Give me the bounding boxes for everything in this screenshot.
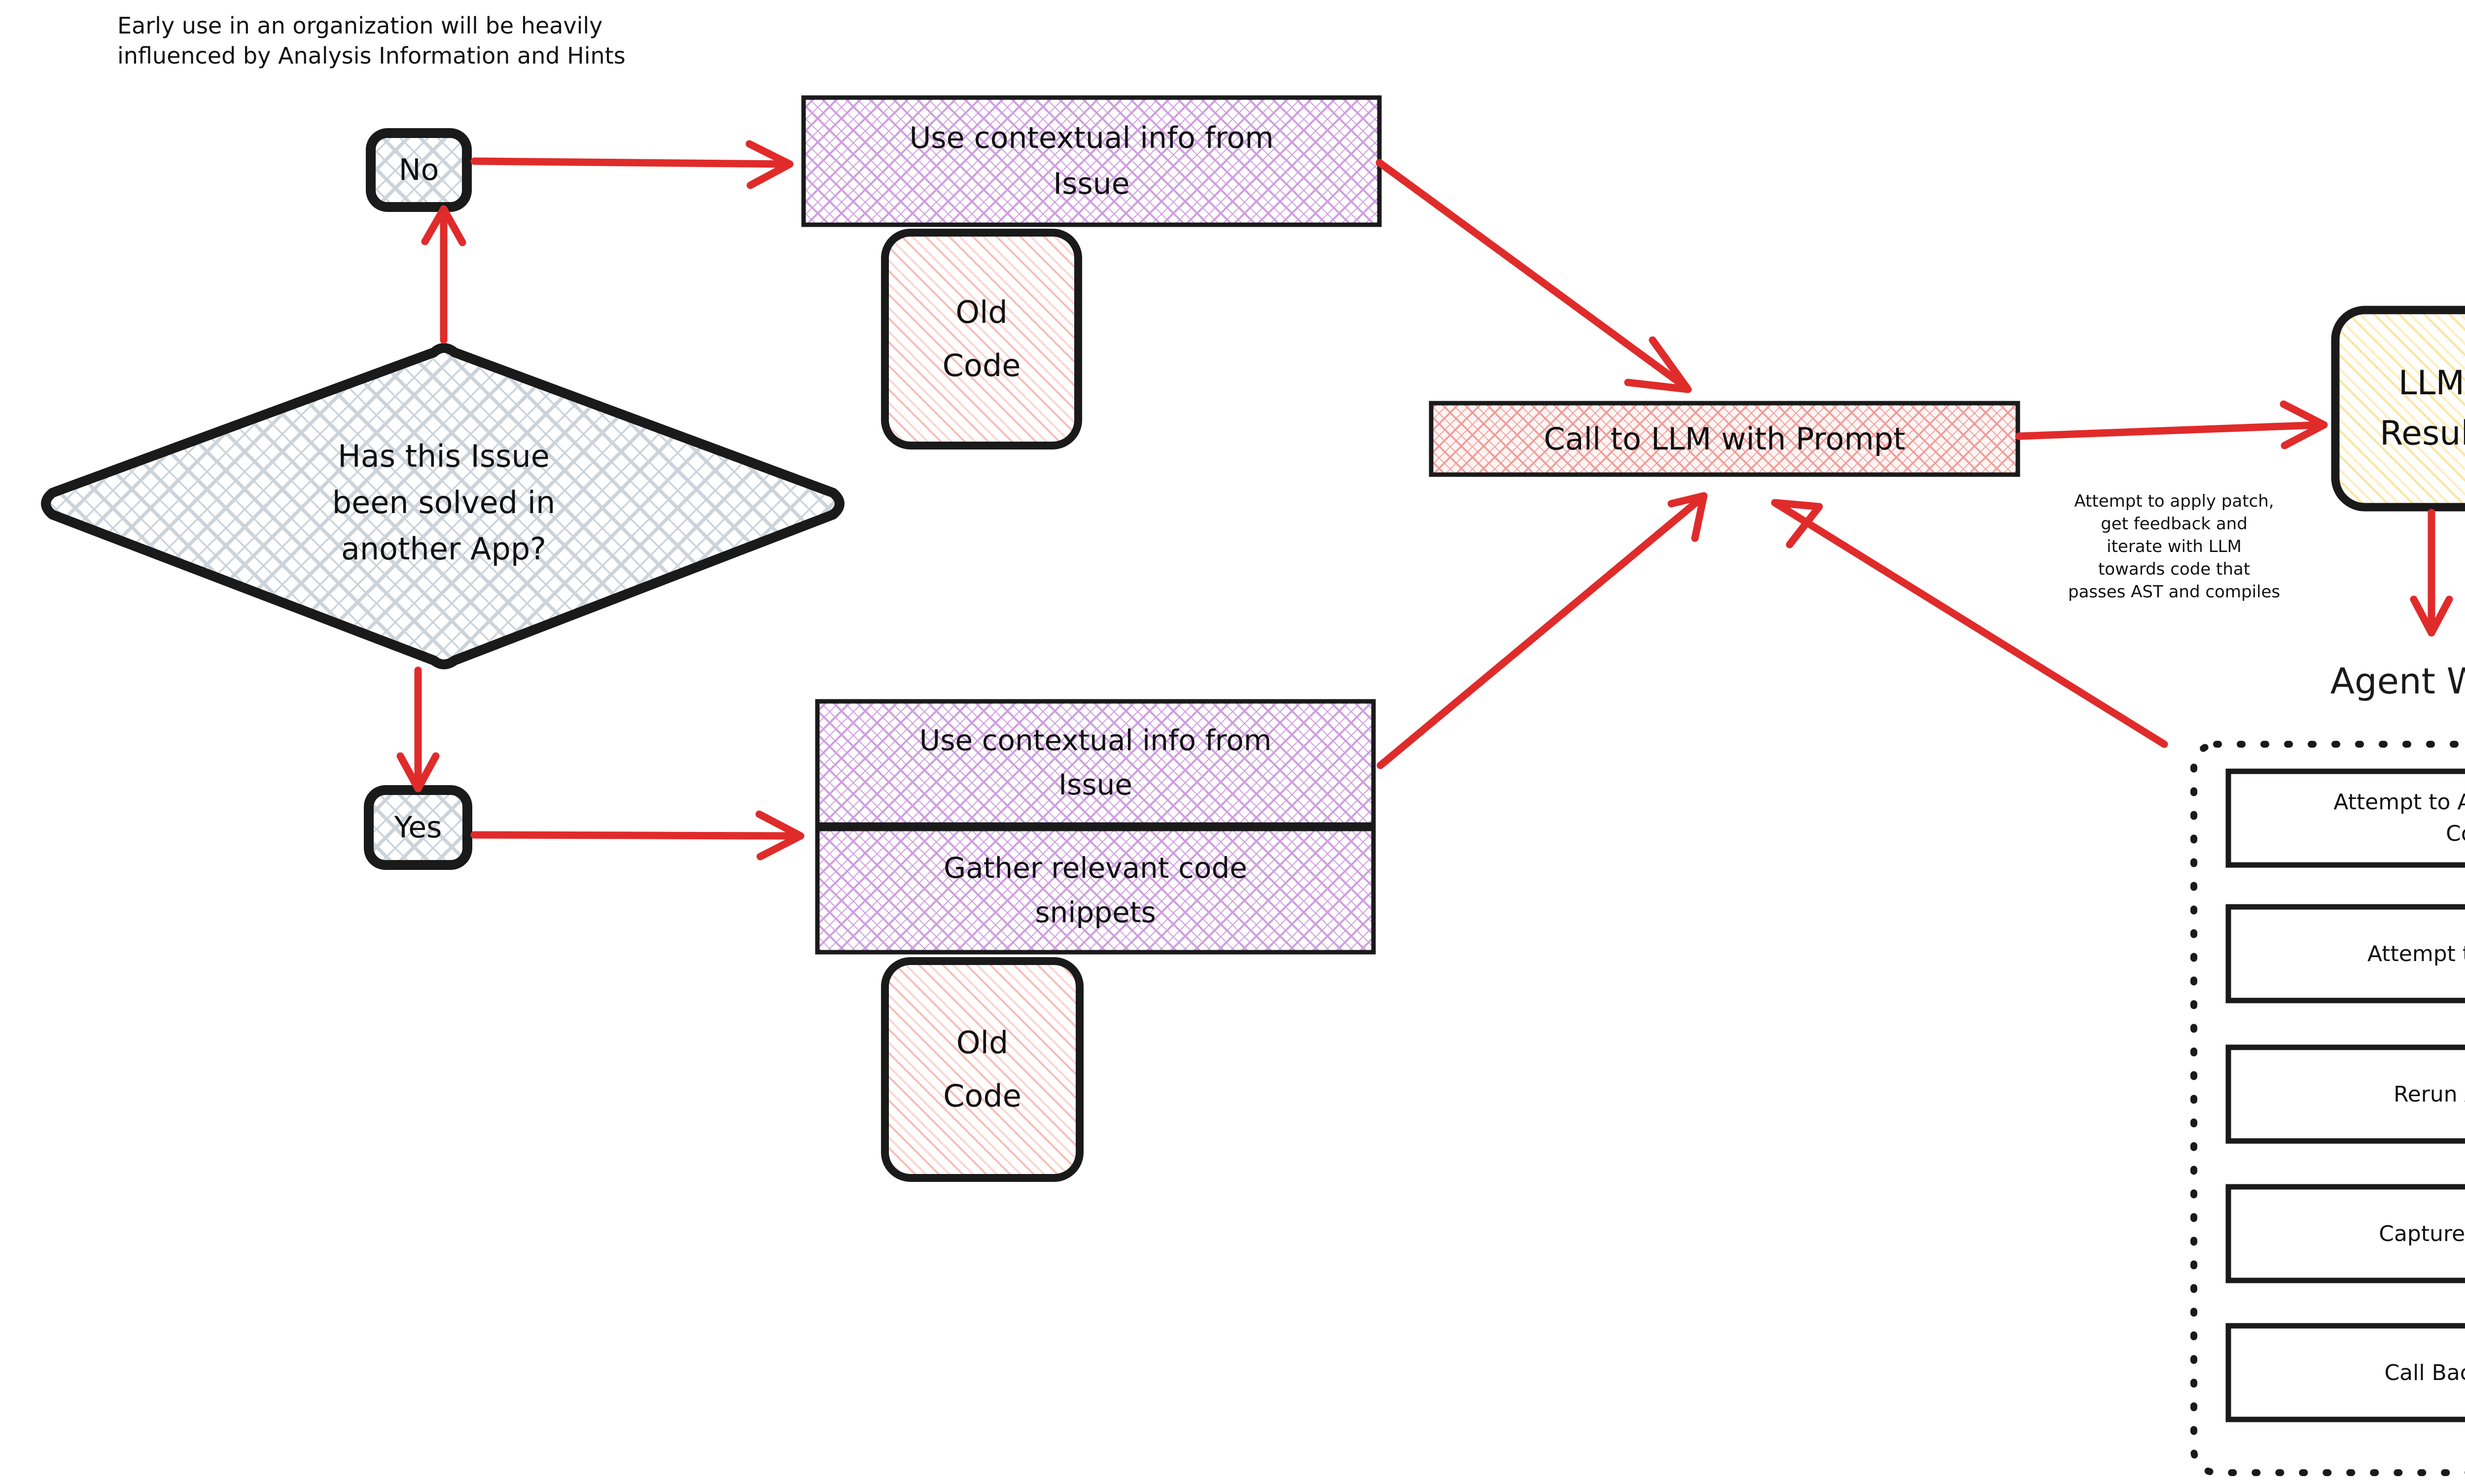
yes-branch-context-box[interactable]	[815, 699, 1376, 827]
branch-no-node[interactable]	[366, 128, 472, 212]
arrow-yes-to-context	[470, 810, 805, 861]
arrow-diamond-to-yes	[396, 666, 440, 793]
iterate-note-line-3: iterate with LLM	[2107, 536, 2242, 556]
arrow-diamond-to-no	[421, 205, 466, 344]
workflow-step-rects	[2225, 768, 2465, 1422]
iterate-note: Attempt to apply patch, get feedback and…	[2021, 490, 2327, 603]
workflow-step-label-0[interactable]: Attempt to Apply Patch to Code	[2228, 771, 2465, 865]
iterate-note-line-1: Attempt to apply patch,	[2074, 491, 2274, 511]
yes-branch-gather-box[interactable]	[815, 827, 1376, 955]
header-note-line-2: influenced by Analysis Information and H…	[117, 42, 626, 69]
call-to-llm-box[interactable]	[1429, 401, 2020, 477]
workflow-step-label-4[interactable]: Call Back to LLM	[2228, 1326, 2465, 1419]
workflow-step-rect-4[interactable]	[2225, 1323, 2465, 1422]
workflow-step-2-line-1: Rerun Analysis	[2394, 1081, 2465, 1107]
workflow-step-3-line-1: Capture all Errors	[2379, 1221, 2465, 1246]
no-branch-context-box[interactable]	[801, 95, 1382, 227]
workflow-step-1-line-1: Attempt to Compile	[2367, 941, 2465, 966]
arrow-context-to-llm-top	[1375, 159, 1692, 393]
llm-result-box[interactable]	[2331, 306, 2465, 512]
arrow-result-to-workflow	[2410, 509, 2453, 637]
agent-workflow-title-text: Agent Workflow	[2330, 660, 2465, 702]
workflow-step-4-line-1: Call Back to LLM	[2384, 1360, 2465, 1385]
workflow-step-label-3[interactable]: Capture all Errors	[2228, 1187, 2465, 1280]
workflow-step-label-1[interactable]: Attempt to Compile	[2228, 907, 2465, 1001]
workflow-step-rect-2[interactable]	[2225, 1044, 2465, 1144]
iterate-note-line-2: get feedback and	[2101, 514, 2248, 534]
workflow-step-rect-3[interactable]	[2225, 1184, 2465, 1283]
iterate-note-line-4: towards code that	[2098, 559, 2251, 579]
arrow-gather-to-llm	[1376, 492, 1708, 769]
header-note: Early use in an organization will be hea…	[117, 11, 788, 70]
workflow-step-0-line-1: Attempt to Apply Patch to	[2333, 790, 2465, 815]
branch-yes-node[interactable]	[364, 785, 472, 870]
workflow-step-0-line-2: Code	[2446, 821, 2465, 846]
arrow-workflow-to-llm	[1771, 499, 2168, 748]
arrow-layer	[396, 140, 2453, 861]
workflow-step-rect-0[interactable]	[2225, 768, 2465, 868]
arrow-llm-to-result	[2015, 400, 2328, 449]
workflow-step-rect-1[interactable]	[2225, 904, 2465, 1003]
iterate-note-line-5: passes AST and compiles	[2068, 582, 2281, 602]
decision-diamond[interactable]	[41, 343, 845, 669]
workflow-step-label-2[interactable]: Rerun Analysis	[2228, 1047, 2465, 1141]
agent-workflow-title: Agent Workflow	[2248, 660, 2465, 702]
yes-branch-old-code-box[interactable]	[881, 957, 1084, 1182]
arrow-no-to-context	[470, 140, 794, 189]
header-note-line-1: Early use in an organization will be hea…	[117, 12, 603, 39]
no-branch-old-code-box[interactable]	[881, 229, 1082, 449]
